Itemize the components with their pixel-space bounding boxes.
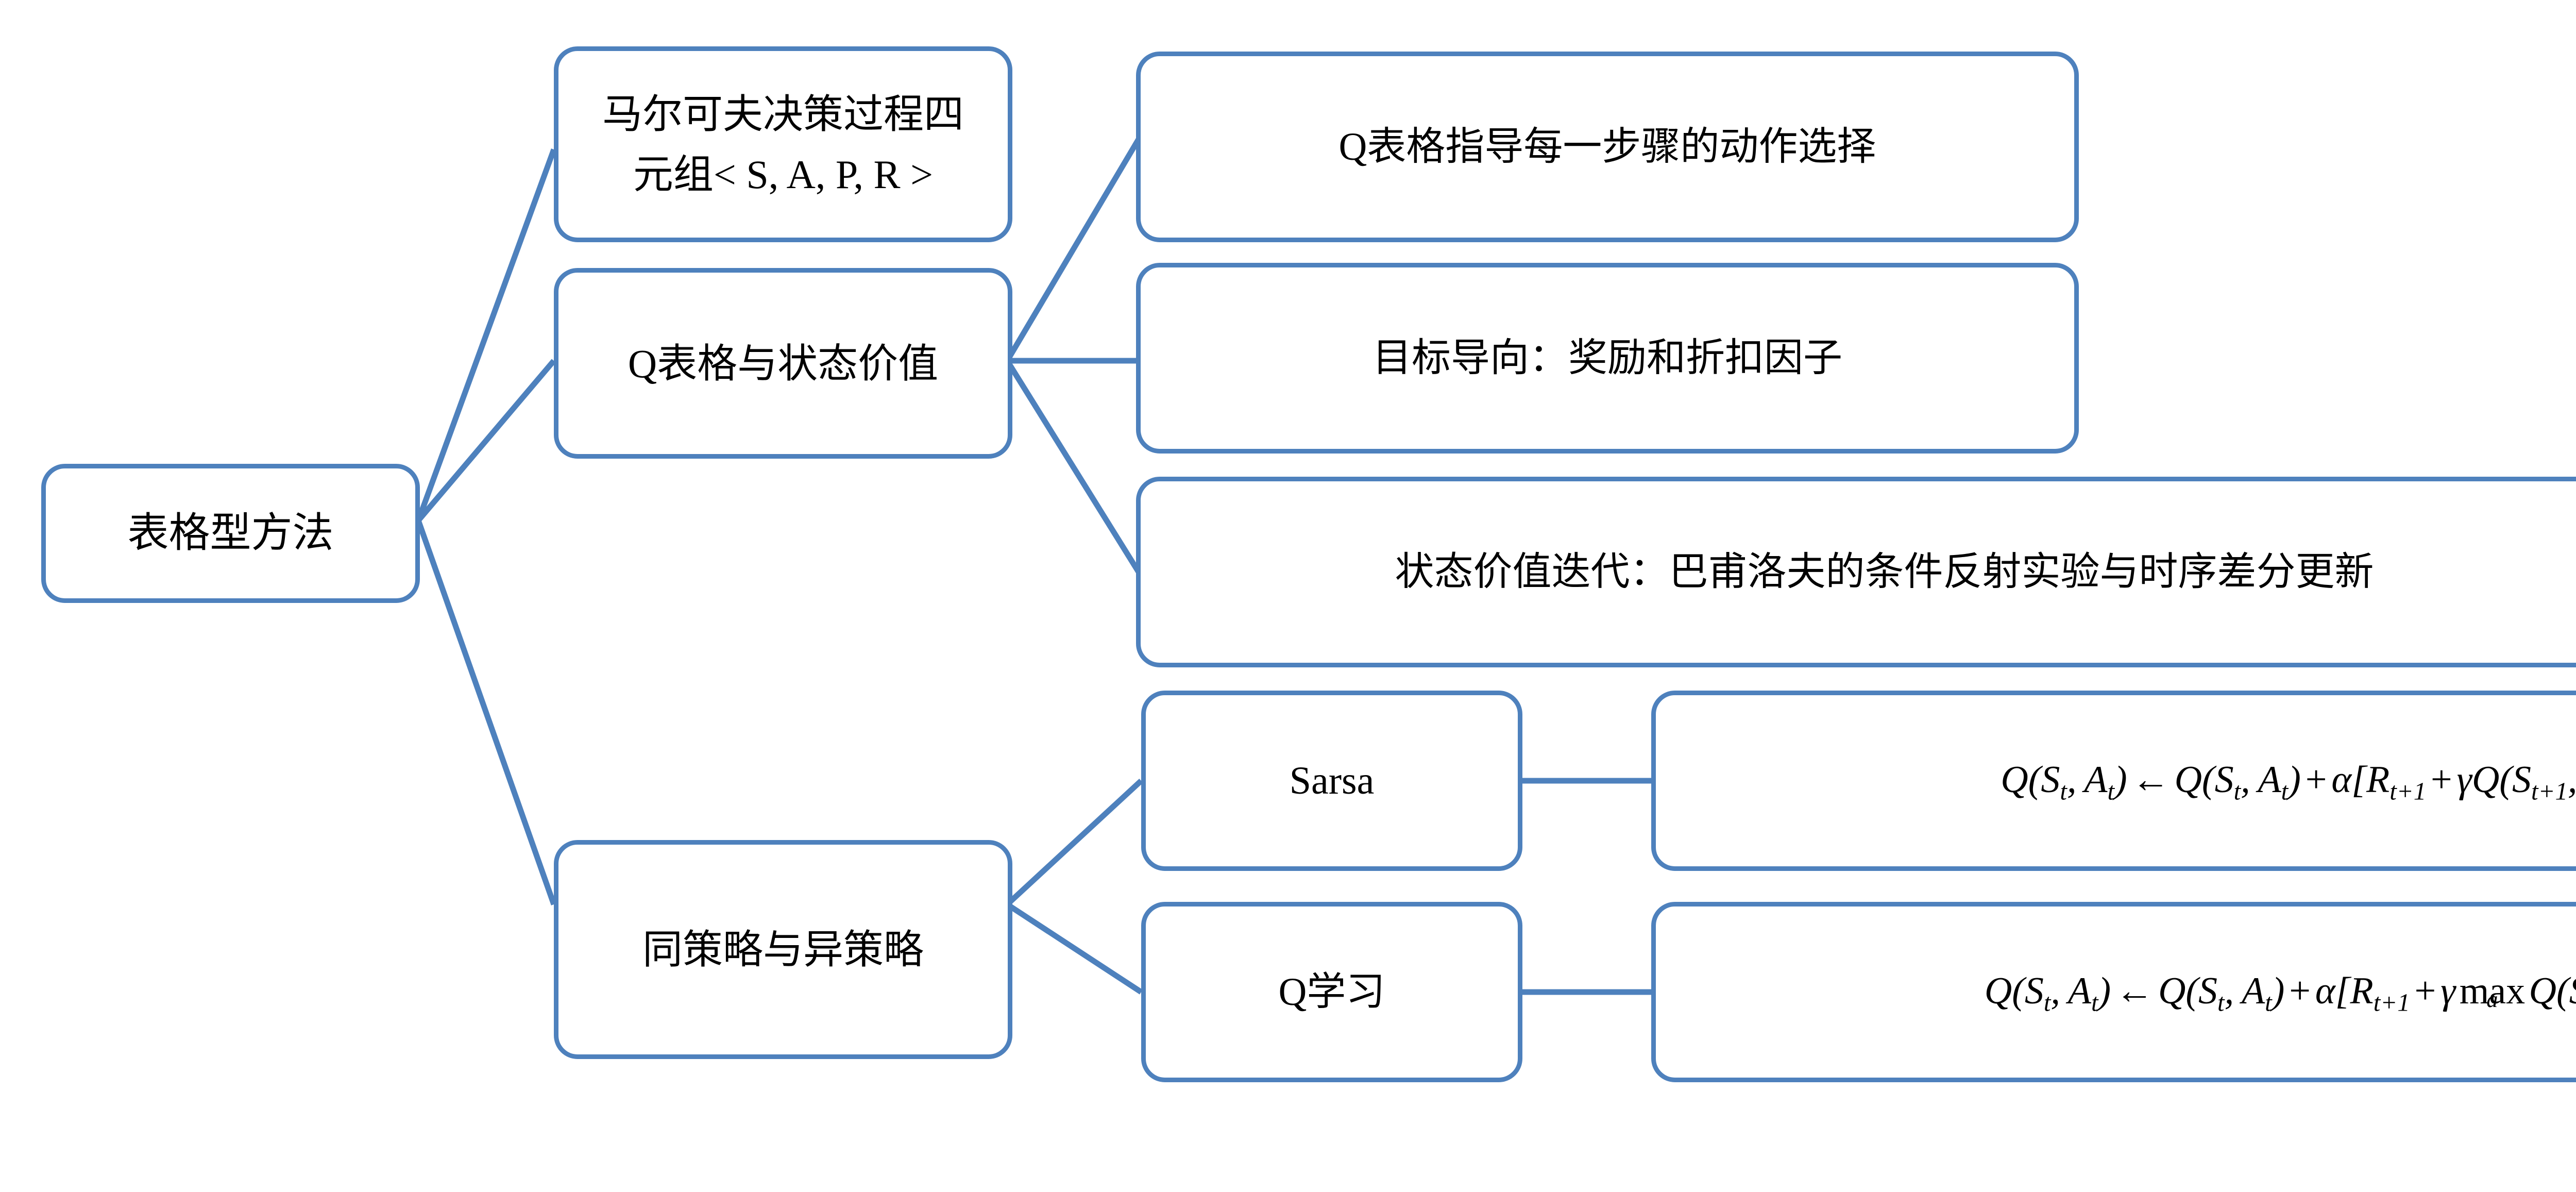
node-qtable-leaf-3[interactable]: 状态价值迭代：巴甫洛夫的条件反射实验与时序差分更新 xyxy=(1136,477,2576,667)
node-qtable-leaf-1-label: Q表格指导每一步骤的动作选择 xyxy=(1338,125,1876,169)
node-qlearning-formula[interactable]: Q(St, At)←Q(St, At)+α[Rt+1+γmaxaQ(St+1, … xyxy=(1651,902,2576,1082)
node-policy[interactable]: 同策略与异策略 xyxy=(554,840,1012,1059)
node-qtable-leaf-2[interactable]: 目标导向：奖励和折扣因子 xyxy=(1136,263,2079,454)
qlearning-formula-expression: Q(St, At)←Q(St, At)+α[Rt+1+γmaxaQ(St+1, … xyxy=(1984,970,2576,1017)
node-qtable-leaf-3-label: 状态价值迭代：巴甫洛夫的条件反射实验与时序差分更新 xyxy=(1395,550,2374,594)
connector-qtable-to-leaf3 xyxy=(1005,359,1141,574)
connector-policy-to-qlearning xyxy=(1005,902,1143,995)
connector-root-to-qtable xyxy=(416,359,556,523)
sarsa-formula-expression: Q(St, At)←Q(St, At)+α[Rt+1+γQ(St+1, At+1… xyxy=(2001,759,2576,805)
node-qtable-leaf-2-label: 目标导向：奖励和折扣因子 xyxy=(1372,337,1842,380)
connector-root-to-policy xyxy=(415,519,557,905)
node-qtable-leaf-1[interactable]: Q表格指导每一步骤的动作选择 xyxy=(1136,52,2079,242)
node-sarsa-formula[interactable]: Q(St, At)←Q(St, At)+α[Rt+1+γQ(St+1, At+1… xyxy=(1651,691,2576,871)
node-qlearning[interactable]: Q学习 xyxy=(1141,902,1522,1082)
node-qtable-label: Q表格与状态价值 xyxy=(628,341,939,386)
connector-policy-to-sarsa xyxy=(1005,778,1143,907)
node-mdp-label: 马尔可夫决策过程四 元组< S, A, P, R > xyxy=(602,92,964,197)
connector-root-to-mdp xyxy=(415,148,557,522)
node-sarsa[interactable]: Sarsa xyxy=(1141,691,1522,871)
node-policy-label: 同策略与异策略 xyxy=(642,927,924,972)
node-sarsa-label: Sarsa xyxy=(1289,759,1375,802)
node-root[interactable]: 表格型方法 xyxy=(41,464,420,603)
node-qlearning-label: Q学习 xyxy=(1278,970,1385,1014)
node-root-label: 表格型方法 xyxy=(127,511,334,556)
node-mdp[interactable]: 马尔可夫决策过程四 元组< S, A, P, R > xyxy=(554,46,1012,242)
node-qtable[interactable]: Q表格与状态价值 xyxy=(554,268,1012,459)
connector-qtable-to-leaf1 xyxy=(1005,138,1141,362)
